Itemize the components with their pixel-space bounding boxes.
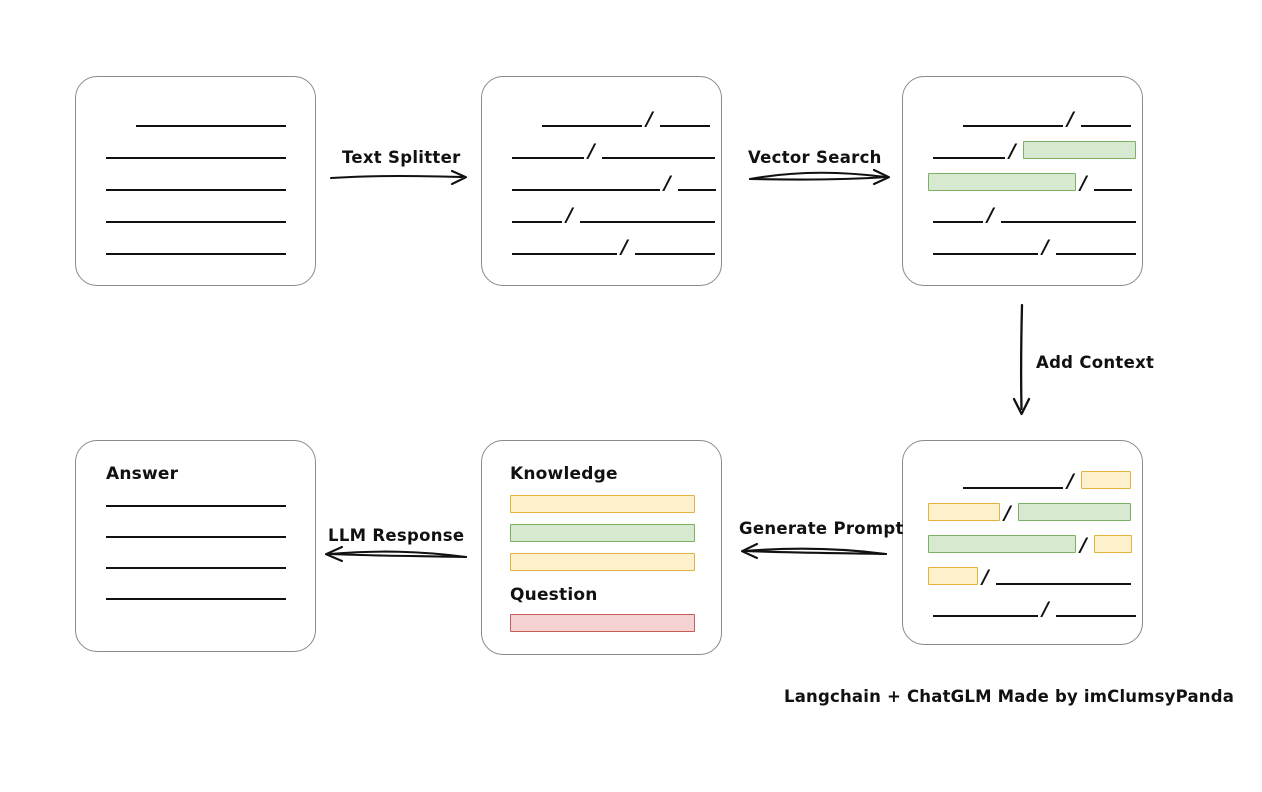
arrow-vector-search — [748, 168, 891, 186]
chunk-separator-slash: / — [1009, 140, 1016, 162]
question-title: Question — [510, 585, 598, 605]
chunk-separator-slash: / — [621, 236, 628, 258]
text-line-segment — [1001, 221, 1136, 223]
answer-text-line — [106, 567, 286, 569]
text-line-segment — [1056, 615, 1136, 617]
edge-label-vector-search: Vector Search — [748, 148, 882, 167]
chunk-separator-slash: / — [1004, 502, 1011, 524]
text-line-segment — [602, 157, 715, 159]
knowledge-bar — [510, 524, 695, 542]
chunk-separator-slash: / — [566, 204, 573, 226]
highlight-bar-yellow — [1094, 535, 1132, 553]
edge-label-generate-prompt: Generate Prompt — [739, 519, 904, 538]
chunk-separator-slash: / — [588, 140, 595, 162]
text-line-segment — [106, 253, 286, 255]
text-line-segment — [542, 125, 642, 127]
arrow-text-splitter — [329, 169, 468, 186]
text-line-segment — [996, 583, 1131, 585]
highlight-bar-yellow — [928, 503, 1000, 521]
node-answer-document[interactable] — [75, 440, 316, 652]
chunk-separator-slash: / — [987, 204, 994, 226]
highlight-bar-yellow — [928, 567, 978, 585]
text-line-segment — [512, 221, 562, 223]
chunk-separator-slash: / — [1080, 172, 1087, 194]
text-line-segment — [963, 125, 1063, 127]
arrow-add-context — [1012, 303, 1031, 416]
text-line-segment — [1081, 125, 1131, 127]
text-line-segment — [106, 189, 286, 191]
text-line-segment — [106, 221, 286, 223]
highlight-bar-green — [1023, 141, 1136, 159]
question-bar — [510, 614, 695, 632]
text-line-segment — [678, 189, 716, 191]
text-line-segment — [660, 125, 710, 127]
chunk-separator-slash: / — [1067, 470, 1074, 492]
answer-text-line — [106, 505, 286, 507]
edge-label-llm-response: LLM Response — [328, 526, 465, 545]
knowledge-title: Knowledge — [510, 464, 618, 484]
highlight-bar-green — [928, 173, 1076, 191]
arrow-llm-response — [324, 545, 468, 563]
text-line-segment — [1056, 253, 1136, 255]
text-line-segment — [106, 157, 286, 159]
text-line-segment — [580, 221, 715, 223]
highlight-bar-green — [928, 535, 1076, 553]
text-line-segment — [933, 615, 1038, 617]
node-source-document[interactable] — [75, 76, 316, 286]
arrow-generate-prompt — [740, 542, 888, 560]
text-line-segment — [933, 157, 1005, 159]
footer-credit: Langchain + ChatGLM Made by imClumsyPand… — [784, 687, 1235, 706]
text-line-segment — [512, 253, 617, 255]
text-line-segment — [512, 157, 584, 159]
chunk-separator-slash: / — [1042, 236, 1049, 258]
knowledge-bar — [510, 553, 695, 571]
chunk-separator-slash: / — [646, 108, 653, 130]
node-split-chunks[interactable] — [481, 76, 722, 286]
text-line-segment — [1094, 189, 1132, 191]
answer-title: Answer — [106, 464, 179, 484]
text-line-segment — [635, 253, 715, 255]
highlight-bar-yellow — [1081, 471, 1131, 489]
text-line-segment — [963, 487, 1063, 489]
knowledge-bar — [510, 495, 695, 513]
chunk-separator-slash: / — [1067, 108, 1074, 130]
highlight-bar-green — [1018, 503, 1131, 521]
chunk-separator-slash: / — [1080, 534, 1087, 556]
chunk-separator-slash: / — [1042, 598, 1049, 620]
text-line-segment — [933, 253, 1038, 255]
edge-label-add-context: Add Context — [1036, 353, 1155, 372]
text-line-segment — [136, 125, 286, 127]
text-line-segment — [512, 189, 660, 191]
chunk-separator-slash: / — [982, 566, 989, 588]
answer-text-line — [106, 598, 286, 600]
text-line-segment — [933, 221, 983, 223]
chunk-separator-slash: / — [664, 172, 671, 194]
answer-text-line — [106, 536, 286, 538]
edge-label-text-splitter: Text Splitter — [342, 148, 461, 167]
